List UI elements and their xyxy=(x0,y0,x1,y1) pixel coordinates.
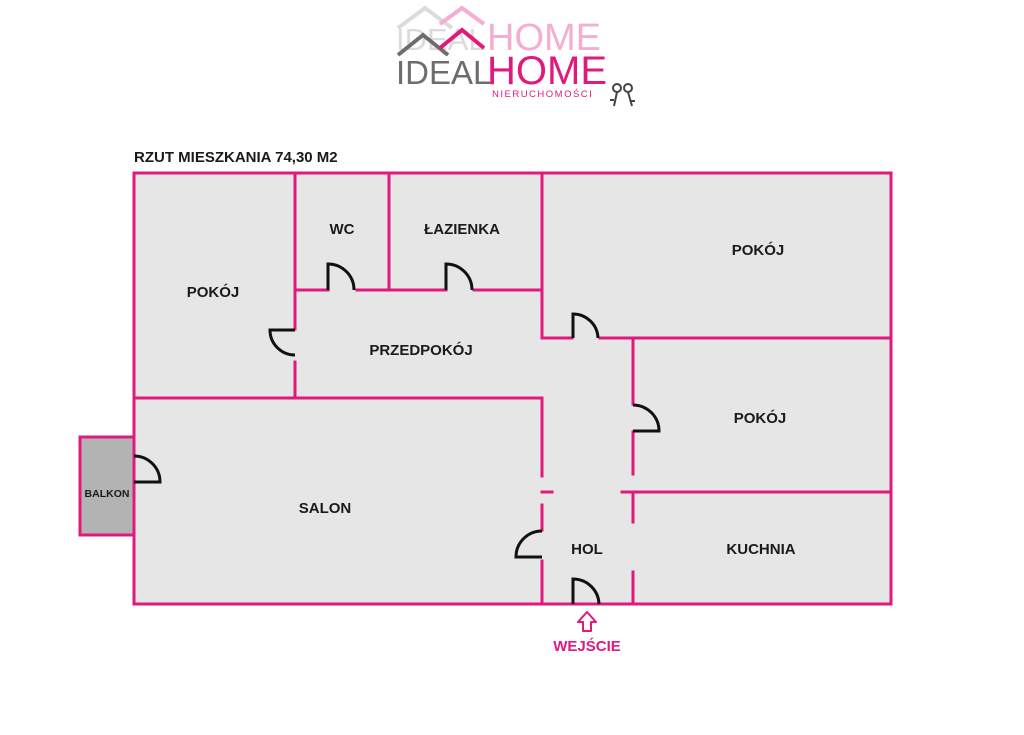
door-entrance-icon xyxy=(571,577,601,605)
door-balkon-icon xyxy=(133,454,162,484)
logo-ghost-word2: HOME xyxy=(487,17,601,59)
door-wc-icon xyxy=(326,262,356,291)
door-lazienka-icon xyxy=(444,262,474,291)
arrow-up-icon xyxy=(577,611,597,632)
room-label-hol: HOL xyxy=(571,541,603,558)
balcony-floor xyxy=(80,437,134,535)
house-roof-ghost-icon-2 xyxy=(438,5,486,26)
room-label-salon: SALON xyxy=(299,500,352,517)
room-label-wc: WC xyxy=(330,221,355,238)
room-label-kuchnia: KUCHNIA xyxy=(726,541,795,558)
logo: IDEAL HOME IDEAL HOME NIERUCHOMOŚCI xyxy=(396,5,635,107)
plan-title: RZUT MIESZKANIA 74,30 M2 xyxy=(134,149,338,166)
room-label-przedpokoj: PRZEDPOKÓJ xyxy=(369,341,472,359)
house-roof-icon xyxy=(396,32,450,57)
house-roof-pink-icon xyxy=(438,27,486,50)
room-label-balkon: BALKON xyxy=(85,488,130,500)
door-salon-icon xyxy=(514,529,543,559)
door-pokoj-left-icon xyxy=(268,328,296,357)
outer-wall xyxy=(132,171,893,606)
walls xyxy=(78,171,893,606)
door-pokoj-top-right-icon xyxy=(571,312,600,339)
logo-word-ideal: IDEAL xyxy=(396,54,491,91)
logo-word-home: HOME xyxy=(487,49,607,93)
house-roof-ghost-icon xyxy=(396,5,454,30)
balcony-wall xyxy=(78,435,136,537)
room-label-pokoj-left: POKÓJ xyxy=(187,283,240,301)
entrance-label: WEJŚCIE xyxy=(553,637,621,655)
room-label-pokoj-top-right: POKÓJ xyxy=(732,241,785,259)
room-label-lazienka: ŁAZIENKA xyxy=(424,221,500,238)
apartment-floor xyxy=(134,173,891,604)
room-label-pokoj-mid-right: POKÓJ xyxy=(734,409,787,427)
logo-tagline: NIERUCHOMOŚCI xyxy=(492,88,593,100)
keys-icon xyxy=(610,83,635,107)
doors xyxy=(133,262,661,605)
door-pokoj-mid-right-icon xyxy=(632,403,661,433)
